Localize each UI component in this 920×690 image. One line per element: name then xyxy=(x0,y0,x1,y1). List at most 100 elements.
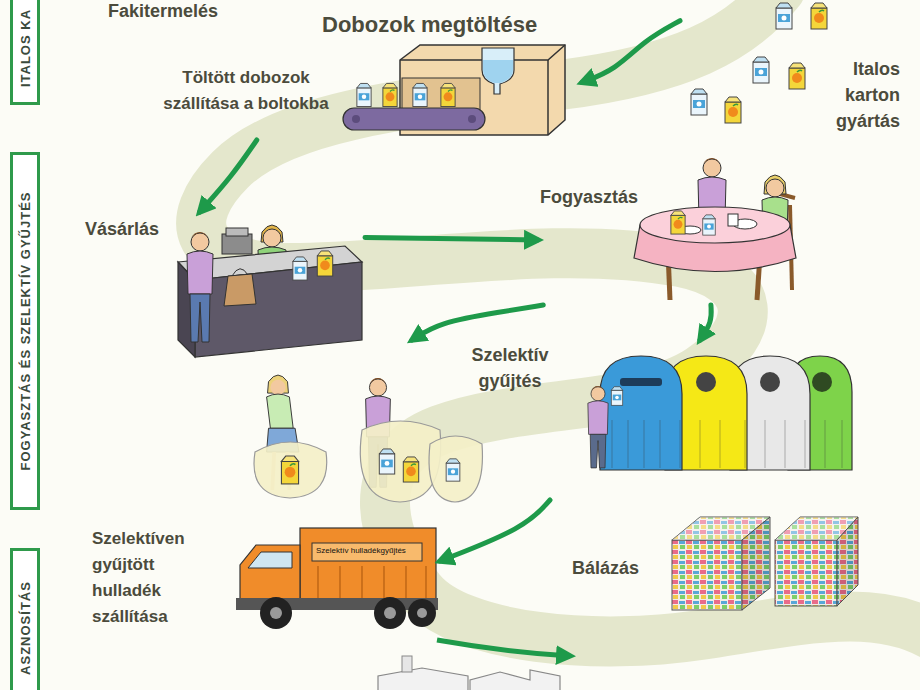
bales xyxy=(837,517,858,606)
collection-bags xyxy=(446,459,460,481)
checkout-counter xyxy=(224,274,256,306)
filling-machine xyxy=(383,83,397,106)
shop-assistant xyxy=(263,229,281,247)
process-stage: Vásárlás xyxy=(80,212,365,362)
filling-machine xyxy=(357,83,371,106)
collection-truck xyxy=(248,552,292,568)
process-stage: Szelektív gyűjtés xyxy=(250,340,850,500)
stage-label: Bálázás xyxy=(572,555,639,581)
stage-label: Töltött dobozok szállítása a boltokba xyxy=(160,65,332,117)
woman-at-table xyxy=(766,179,784,197)
bales xyxy=(775,540,837,606)
carton-stack xyxy=(691,89,707,115)
collection-bags xyxy=(429,436,482,502)
stage-label: Fakitermelés xyxy=(108,0,218,22)
collection-bags xyxy=(254,375,482,502)
recycling-plant xyxy=(378,668,468,690)
process-stage: Töltött dobozok szállítása a boltokba xyxy=(160,65,336,140)
woman-with-bag xyxy=(267,394,294,428)
man-at-bin xyxy=(588,401,608,435)
filling-machine xyxy=(352,115,360,123)
recycling-plant xyxy=(470,670,560,690)
stage-label: Szelektíven gyűjtött hulladék szállítása xyxy=(92,526,222,630)
filling-machine xyxy=(402,78,480,110)
process-stage: Fogyasztás xyxy=(538,180,800,305)
man-at-bin xyxy=(591,387,605,401)
collection-bins xyxy=(812,372,832,392)
customer xyxy=(190,294,210,342)
checkout-counter xyxy=(195,262,362,357)
process-stage: Italos karton gyártás xyxy=(680,0,905,138)
flow-arrow xyxy=(365,238,538,241)
breakfast-table xyxy=(728,214,738,226)
filling-machine xyxy=(547,60,549,135)
recycling-plant xyxy=(402,656,412,672)
collection-bins xyxy=(620,378,662,386)
bales xyxy=(837,517,858,606)
stage-label: Fogyasztás xyxy=(540,184,638,210)
man-with-bag xyxy=(369,379,386,396)
stage-label: Vásárlás xyxy=(85,216,159,242)
carton-stack xyxy=(691,3,827,123)
checkout-counter xyxy=(293,257,307,280)
filling-machine xyxy=(482,48,514,94)
breakfast-table xyxy=(671,211,685,234)
checkout-counter xyxy=(226,228,248,236)
collection-truck xyxy=(384,607,396,619)
flow-arrow xyxy=(700,305,711,340)
collection-truck xyxy=(408,599,436,627)
process-stage: Bálázás xyxy=(570,515,860,615)
collection-truck xyxy=(312,543,422,561)
customer xyxy=(187,251,213,294)
filling-machine xyxy=(343,108,485,130)
section-band: ITALOS KA xyxy=(10,0,40,105)
checkout-counter xyxy=(232,269,248,276)
carton-stack xyxy=(753,57,769,83)
bales xyxy=(672,540,742,610)
collection-truck xyxy=(240,545,300,600)
stage-label: Szelektív gyűjtés xyxy=(455,342,565,394)
filling-machine xyxy=(413,83,427,106)
collection-truck xyxy=(270,607,282,619)
process-stage: Szelektíven gyűjtött hulladék szállítása xyxy=(88,522,440,644)
filling-machine xyxy=(343,45,565,135)
bales xyxy=(672,517,858,610)
carton-stack xyxy=(725,97,741,123)
breakfast-table xyxy=(634,158,796,300)
band-title: ITALOS KA xyxy=(18,8,33,86)
recycling-plant xyxy=(378,656,560,690)
collection-truck xyxy=(260,597,292,629)
customer xyxy=(187,232,213,342)
collection-bins xyxy=(588,356,852,470)
checkout-counter xyxy=(317,251,332,276)
section-band: ASZNOSÍTÁS xyxy=(10,548,40,690)
bales xyxy=(742,517,770,610)
man-at-bin xyxy=(588,386,608,468)
carton-stack xyxy=(811,3,827,29)
checkout-counter xyxy=(222,234,252,254)
collection-bags xyxy=(254,442,327,498)
man-at-table xyxy=(703,158,721,164)
customer xyxy=(191,233,209,251)
flow-arrow xyxy=(582,21,680,83)
collection-truck xyxy=(417,608,427,618)
collection-bags xyxy=(403,457,418,482)
collection-bins xyxy=(760,372,780,392)
stage-label: Dobozok megtöltése xyxy=(322,12,537,38)
band-title: FOGYASZTÁS ÉS SZELEKTÍV GYŰJTÉS xyxy=(18,191,33,470)
customer xyxy=(191,232,209,238)
bales xyxy=(742,517,770,610)
collection-truck xyxy=(374,597,406,629)
collection-bins xyxy=(612,420,842,468)
filling-machine xyxy=(483,60,513,83)
carton-stack xyxy=(776,3,792,29)
collection-truck xyxy=(318,566,426,598)
filling-machine xyxy=(441,83,455,106)
collection-bins xyxy=(696,372,716,392)
man-at-table xyxy=(703,159,721,177)
collection-bags xyxy=(379,449,394,474)
filling-machine xyxy=(468,115,476,123)
collection-bags xyxy=(281,456,298,484)
